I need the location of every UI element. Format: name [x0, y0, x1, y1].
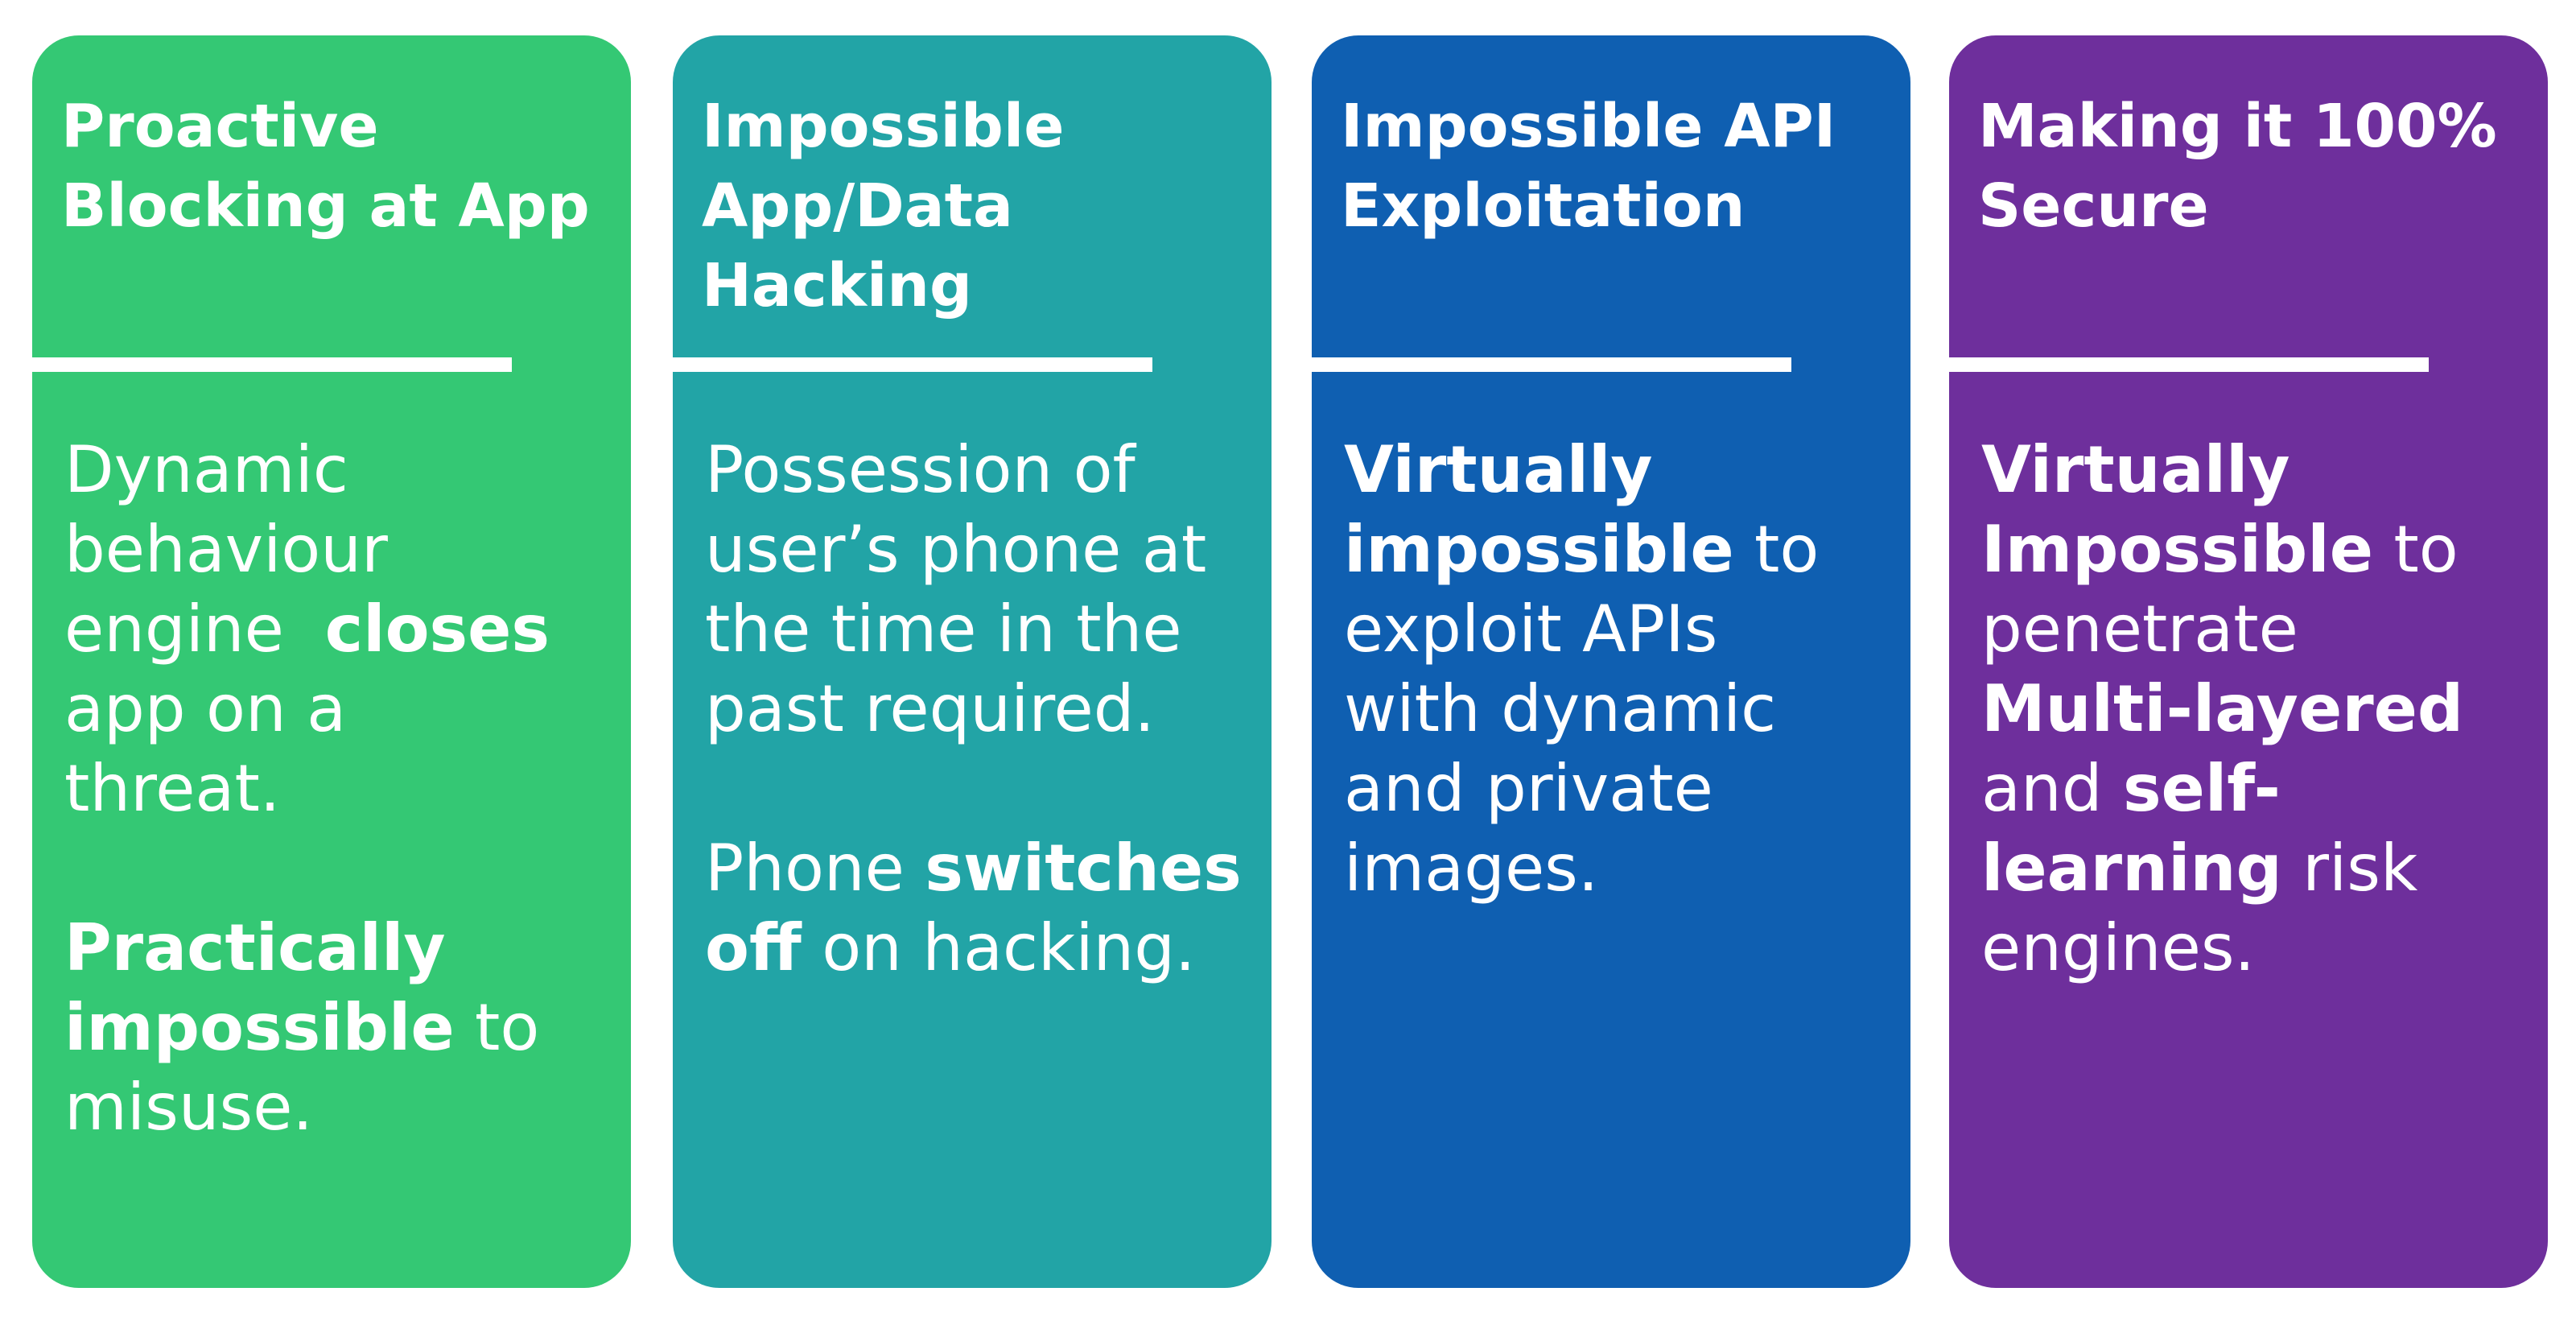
emphasis-text: Practically: [64, 910, 446, 985]
body-text: Possession of: [705, 432, 1136, 507]
body-text: engines.: [1981, 910, 2255, 985]
card-divider: [673, 357, 1152, 372]
body-text: app on a: [64, 671, 347, 746]
emphasis-text: Impossible: [1981, 512, 2373, 587]
body-text: the time in the: [705, 592, 1182, 666]
emphasis-text: learning: [1981, 831, 2282, 906]
body-text: behaviour: [64, 512, 388, 587]
card-title-line: Making it 100%: [1978, 92, 2497, 161]
card-divider: [1949, 357, 2429, 372]
body-text: misuse.: [64, 1070, 313, 1145]
body-text: user’s phone at: [705, 512, 1207, 587]
card-title-line: App/Data: [702, 171, 1013, 241]
body-text: to: [454, 990, 540, 1065]
emphasis-text: self-: [2122, 751, 2281, 826]
body-text: to: [2372, 512, 2459, 587]
body-text: and private: [1344, 751, 1713, 826]
body-text: risk: [2281, 831, 2418, 906]
card-title-line: Proactive: [61, 92, 379, 161]
body-text: with dynamic: [1344, 671, 1777, 746]
emphasis-text: impossible: [1344, 512, 1734, 587]
card-paragraph: Phone switches off on hacking.: [705, 828, 1260, 988]
body-text: Dynamic: [64, 432, 348, 507]
body-text: threat.: [64, 751, 281, 826]
card-title: Impossible API Exploitation: [1341, 87, 1896, 246]
body-text: Phone: [705, 831, 925, 906]
emphasis-text: Multi-layered: [1981, 671, 2464, 746]
body-text: past required.: [705, 671, 1155, 746]
emphasis-text: impossible: [64, 990, 455, 1065]
card-title: Making it 100% Secure: [1978, 87, 2533, 246]
card-title-line: Blocking at App: [61, 171, 590, 241]
card-title-line: Exploitation: [1341, 171, 1745, 241]
body-text: and: [1981, 751, 2123, 826]
emphasis-text: off: [705, 910, 802, 985]
emphasis-text: Virtually: [1981, 432, 2290, 507]
card-title-line: Secure: [1978, 171, 2209, 241]
card-title-line: Hacking: [702, 251, 972, 320]
emphasis-text: Virtually: [1344, 432, 1653, 507]
body-text: exploit APIs: [1344, 592, 1718, 666]
body-text: images.: [1344, 831, 1599, 906]
card-title-line: Impossible API: [1341, 92, 1836, 161]
body-text: penetrate: [1981, 592, 2298, 666]
emphasis-text: switches: [925, 831, 1242, 906]
body-text: on hacking.: [801, 910, 1196, 985]
card-divider: [1312, 357, 1791, 372]
emphasis-text: closes: [324, 592, 550, 666]
body-text: to: [1733, 512, 1820, 587]
body-text: engine: [64, 592, 325, 666]
card-title-line: Impossible: [702, 92, 1065, 161]
card-divider: [32, 357, 512, 372]
